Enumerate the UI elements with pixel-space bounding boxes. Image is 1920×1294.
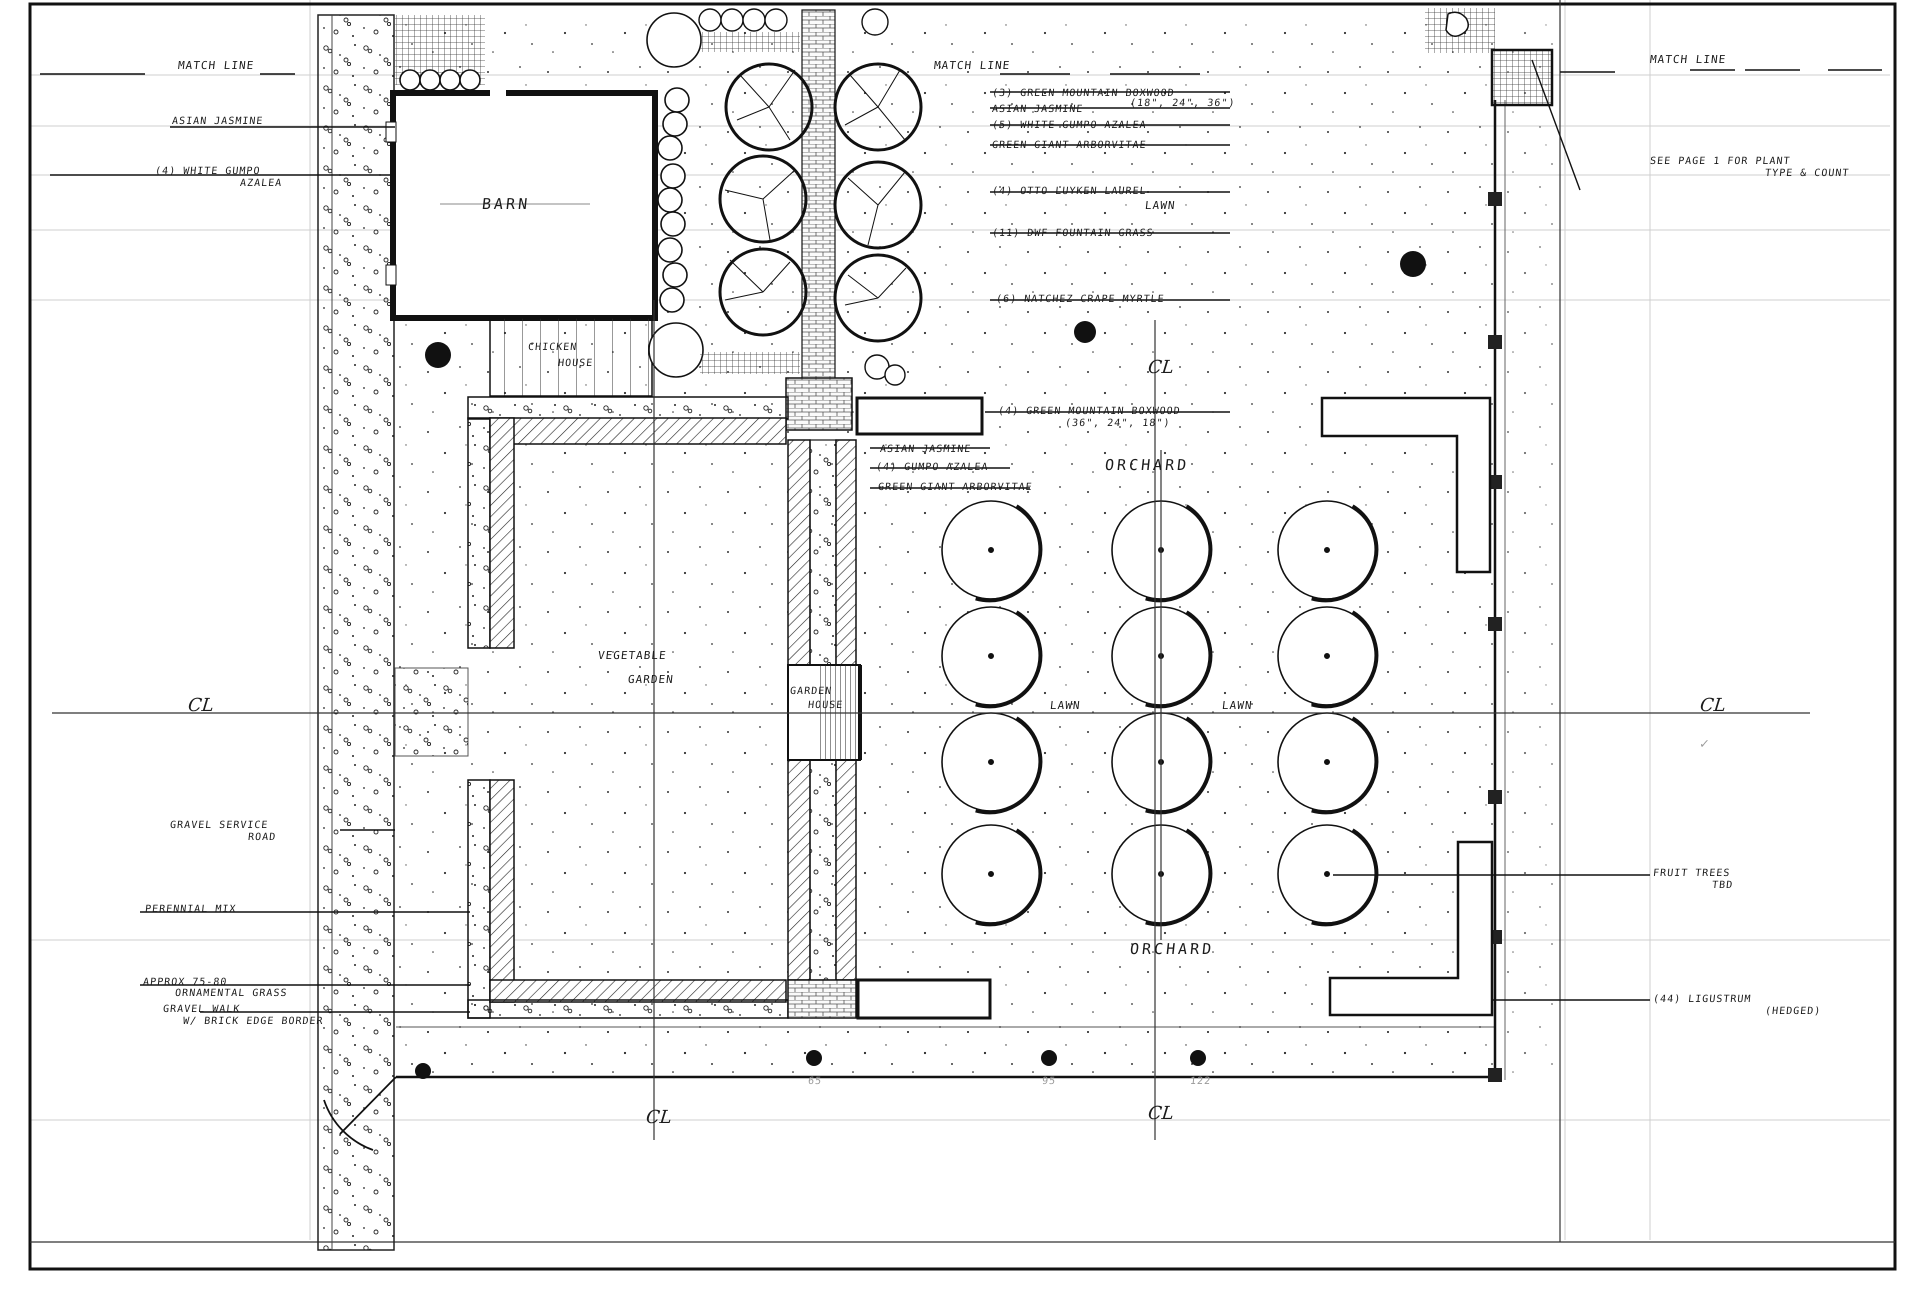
lawn-label-2: LAWN [1221,699,1254,712]
callout-green-mountain-boxwood-mid: (4) GREEN MOUNTAIN BOXWOOD [997,406,1182,417]
barn-label: BARN [481,195,532,213]
match-line-label-right: MATCH LINE [1649,53,1727,66]
garden-house-label: GARDEN [789,686,833,697]
leader-lines [50,59,1650,1013]
callout-green-giant-arborvitae-mid: GREEN GIANT ARBORVITAE [877,482,1034,493]
orchard-label-bottom: ORCHARD [1129,940,1216,958]
callout-asian-jasmine-top: ASIAN JASMINE [991,104,1084,115]
orchard-label-top: ORCHARD [1104,456,1191,474]
gate-swing [323,1076,397,1151]
callout-gravel-service-road-2: ROAD [247,832,277,843]
tree-dot [425,342,451,368]
ligustrum-hedge-top [1320,396,1492,574]
fruit-tree [941,824,1043,927]
drawing-border [28,2,1897,1271]
fruit-tree [941,606,1043,709]
boxwood-bed-bottom [856,978,992,1020]
boxwood-bed-top [855,396,984,436]
callout-white-gumpo-azalea-2: AZALEA [239,178,283,189]
centerline-mark: CL [1146,357,1175,378]
callout-gravel-walk-2: W/ BRICK EDGE BORDER [182,1016,325,1027]
lawn-label-top: LAWN [1144,199,1177,212]
callout-gumpo-azalea-mid: (4) GUMPO AZALEA [875,462,989,473]
ligustrum-hedge-bottom [1328,840,1494,1017]
centerlines [52,300,1810,1140]
fruit-tree [1277,712,1379,815]
callout-fruit-trees: FRUIT TREES [1652,868,1731,879]
vegetable-garden-label: VEGETABLE [597,649,668,662]
callout-see-page-1: SEE PAGE 1 FOR PLANT [1649,156,1792,167]
callout-asian-jasmine-left: ASIAN JASMINE [171,116,264,127]
match-line-label-left: MATCH LINE [177,59,255,72]
chicken-house-label-2: HOUSE [557,358,594,369]
brick-walk [801,9,836,381]
callout-gravel-walk: GRAVEL WALK [162,1004,241,1015]
azalea-row [399,69,481,91]
fruit-tree [941,500,1043,603]
callout-ornamental-grass-2: ORNAMENTAL GRASS [174,988,288,999]
callout-perennial-mix: PERENNIAL MIX [144,904,237,915]
callout-green-mountain-boxwood-top-2: (18", 24", 36") [1129,98,1236,109]
centerline-mark: CL [186,695,215,716]
centerline-mark: CL [644,1107,673,1128]
callout-ligustrum: (44) LIGUSTRUM [1652,994,1752,1005]
orchard-fruit-trees [941,500,1379,927]
callout-natchez-crape-myrtle: (6) NATCHEZ CRAPE MYRTLE [995,294,1166,305]
fruit-tree [941,712,1043,815]
vegetable-garden-label-2: GARDEN [627,673,675,686]
crape-myrtle-trees [718,62,923,343]
dimension-mark: 122 [1189,1076,1212,1087]
fruit-tree [1277,500,1379,603]
shrub-column [657,87,690,313]
callout-green-giant-arborvitae-top: GREEN GIANT ARBORVITAE [991,140,1148,151]
callout-ligustrum-2: (HEDGED) [1764,1006,1822,1017]
chicken-house-label: CHICKEN [527,342,578,353]
callout-white-gumpo-azalea: (4) WHITE GUMPO [154,166,261,177]
brick-landing [785,377,853,431]
callout-dwf-fountain-grass: (11) DWF FOUNTAIN GRASS [991,228,1155,239]
callout-fruit-trees-2: TBD [1711,880,1734,891]
dimension-mark: 95 [1041,1076,1057,1087]
callout-green-mountain-boxwood-mid-2: (36", 24", 18") [1064,418,1171,429]
callout-asian-jasmine-mid: ASIAN JASMINE [879,444,972,455]
accent-dots [415,251,1426,1079]
match-line-label-center: MATCH LINE [933,59,1011,72]
lawn-label-1: LAWN [1049,699,1082,712]
gravel-service-road [317,14,395,1251]
fruit-tree [1277,606,1379,709]
garden-house-label-2: HOUSE [807,700,844,711]
centerline-mark: CL [1146,1103,1175,1124]
fruit-tree [1277,824,1379,927]
check-mark: ✓ [1699,736,1711,752]
match-line-dashes [40,69,1882,75]
callout-gravel-service-road: GRAVEL SERVICE [169,820,269,831]
centerline-mark: CL [1698,695,1727,716]
callout-white-gumpo-azalea-top: (5) WHITE GUMPO AZALEA [991,120,1148,131]
chicken-house [489,317,653,397]
callout-see-page-1-2: TYPE & COUNT [1764,168,1850,179]
barn [385,88,658,321]
callout-otto-luyken-laurel: (4) OTTO LUYKEN LAUREL [991,186,1148,197]
dimension-mark: 65 [807,1076,823,1087]
